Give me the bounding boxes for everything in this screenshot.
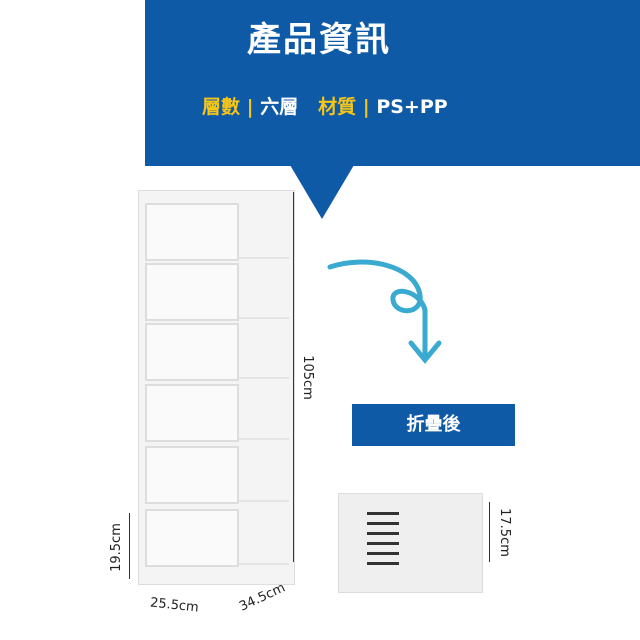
page-title: 產品資訊 <box>247 20 391 60</box>
drawer <box>145 203 239 261</box>
material-value: PS+PP <box>376 96 448 118</box>
drawer <box>145 509 239 567</box>
folded-label: 折疊後 <box>352 404 515 446</box>
drawer-height-label: 19.5cm <box>108 523 124 572</box>
drawer <box>145 263 239 321</box>
drawer <box>145 384 239 442</box>
spec-line: 層數 | 六層 材質 | PS+PP <box>202 92 448 119</box>
material-label: 材質 <box>318 96 357 118</box>
separator: | <box>362 96 370 118</box>
depth-label: 34.5cm <box>237 580 288 615</box>
drawer <box>145 323 239 381</box>
banner-pointer <box>290 165 354 219</box>
folded-cabinet-image <box>338 493 483 593</box>
separator: | <box>246 96 254 118</box>
drawer <box>145 446 239 504</box>
cabinet-image <box>138 190 295 585</box>
info-banner <box>145 0 640 166</box>
height-label: 105cm <box>299 355 315 400</box>
fold-arrow-icon <box>327 259 442 364</box>
width-label: 25.5cm <box>149 595 200 616</box>
folded-height-arrow <box>489 502 490 562</box>
drawer-height-arrow <box>129 513 130 579</box>
height-arrow <box>293 192 294 562</box>
folded-height-label: 17.5cm <box>496 508 512 557</box>
layers-value: 六層 <box>260 96 299 118</box>
layers-label: 層數 <box>202 96 241 118</box>
